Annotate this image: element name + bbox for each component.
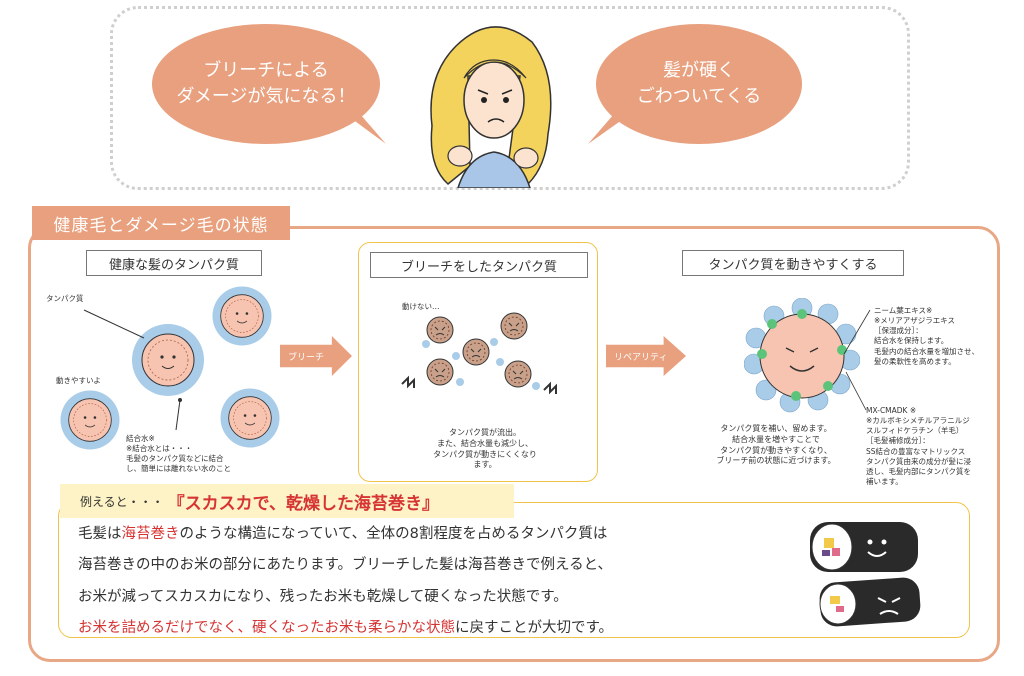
- example-box: [58, 502, 970, 638]
- line1-highlight: 海苔巻き: [121, 526, 180, 542]
- line4-highlight: お米を詰めるだけでなく、硬くなったお米も柔らかな状態: [78, 620, 455, 636]
- damaged-protein-icon: [401, 312, 557, 395]
- panel-title-bleached: ブリーチをしたタンパク質: [370, 252, 588, 278]
- mx-cmadk-note: MX-CMADK ※ ※カルボキシメチルアラニルジ スルフィドケラチン（羊毛） …: [866, 406, 971, 486]
- line1-text-a: 毛髪は: [78, 526, 122, 542]
- example-header: 例えると・・・ 『スカスカで、乾燥した海苔巻き』: [60, 484, 514, 518]
- arrow-bleach-label: ブリーチ: [288, 352, 325, 363]
- arrow-repair-label: リペアリティ: [614, 352, 668, 363]
- healthy-protein-cluster-icon: [60, 286, 280, 450]
- worried-woman-illustration: [430, 26, 552, 188]
- panel-title-healthy: 健康な髪のタンパク質: [86, 250, 262, 276]
- label-moves-easily: 動きやすいよ: [56, 376, 101, 385]
- example-line-2: 海苔巻きの中のお米の部分にあたります。ブリーチした髪は海苔巻きで例えると、: [78, 557, 613, 573]
- speech-bubble-right: 髪が硬く ごわついてくる: [596, 24, 802, 144]
- bleached-caption: タンパク質が流出。 また、結合水量も減少し、 タンパク質が動きにくくなり ます。: [433, 428, 537, 470]
- bleached-panel-frame: [358, 242, 598, 482]
- bound-water-note: ※結合水とは・・・ 毛髪のタンパク質などに結合 し、簡単には離れない水のこと: [126, 444, 231, 474]
- line1-text-b: のような構造になっていて、全体の8割程度を占めるタンパク質は: [179, 526, 608, 542]
- repaired-protein-icon: [744, 298, 860, 413]
- panel-title-moving: タンパク質を動きやすくする: [682, 250, 904, 276]
- moving-caption: タンパク質を補い、留めます。 結合水量を増やすことで タンパク質が動きやすくなり…: [716, 424, 836, 466]
- label-bound-water: 結合水※: [126, 434, 155, 443]
- speech-bubble-right-tail: [588, 110, 636, 144]
- label-protein: タンパク質: [46, 294, 84, 303]
- sushi-roll-icon: [810, 522, 921, 627]
- speech-bubble-left: ブリーチによる ダメージが気になる！: [152, 24, 380, 144]
- example-lead: 例えると・・・: [80, 494, 164, 509]
- speech-bubble-left-tail: [340, 110, 386, 144]
- section-title: 健康毛とダメージ毛の状態: [32, 206, 290, 240]
- main-section-frame: [28, 226, 1000, 662]
- leader-lines: [843, 309, 871, 411]
- label-cannot-move: 動けない…: [402, 302, 440, 311]
- line4-text-b: に戻すことが大切です。: [455, 620, 614, 636]
- example-line-3: お米が減ってスカスカになり、残ったお米も乾燥して硬くなった状態です。: [78, 589, 568, 605]
- example-line-1: 毛髪は海苔巻きのような構造になっていて、全体の8割程度を占めるタンパク質は: [78, 522, 607, 543]
- neem-extract-note: ニーム葉エキス※ ※メリアアザジラエキス ［保湿成分］： 結合水を保持します。 …: [874, 306, 979, 366]
- example-line-4: お米を詰めるだけでなく、硬くなったお米も柔らかな状態に戻すことが大切です。: [78, 616, 613, 637]
- example-quote: 『スカスカで、乾燥した海苔巻き』: [167, 493, 439, 514]
- top-dotted-frame: [110, 6, 910, 190]
